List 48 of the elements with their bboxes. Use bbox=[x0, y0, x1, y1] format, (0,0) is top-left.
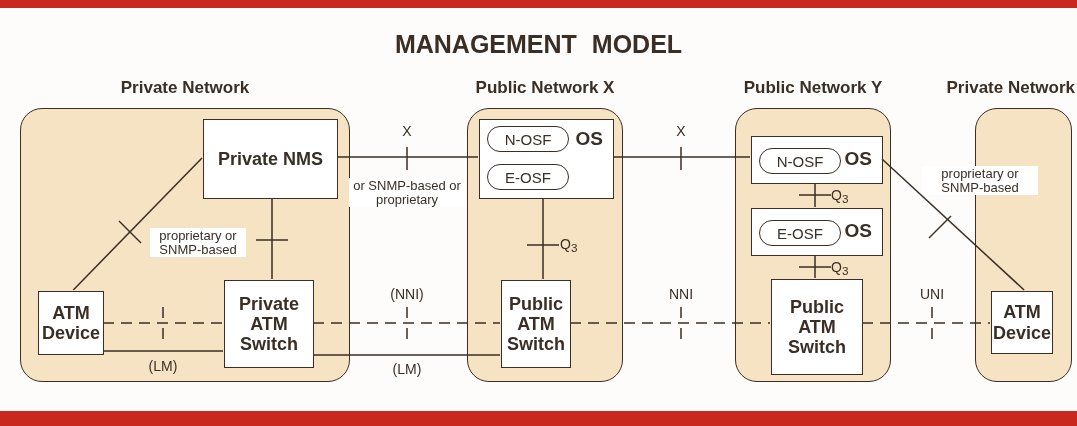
dashed-connector bbox=[312, 322, 501, 324]
function-pill: N-OSF bbox=[487, 126, 569, 152]
connector-line bbox=[542, 197, 544, 280]
dashed-connector bbox=[102, 322, 224, 324]
device-box: Public ATM Switch bbox=[501, 280, 571, 368]
protocol-note: proprietary or SNMP-based bbox=[150, 228, 246, 258]
device-box: Public ATM Switch bbox=[771, 279, 863, 375]
edge-label: (LM) bbox=[392, 361, 422, 377]
region-heading: Private Network bbox=[946, 78, 1075, 98]
protocol-note: proprietary or SNMP-based bbox=[922, 166, 1038, 196]
edge-label: (LM) bbox=[148, 358, 178, 374]
dashed-connector bbox=[569, 322, 771, 324]
connector-line bbox=[72, 157, 203, 291]
os-label: OS bbox=[844, 148, 872, 170]
edge-label: Q$_{3}$ bbox=[560, 235, 578, 255]
device-box: Private ATM Switch bbox=[224, 280, 314, 368]
edge-label: UNI bbox=[919, 286, 945, 302]
protocol-note: or SNMP-based or proprietary bbox=[349, 178, 465, 208]
edge-label: X bbox=[402, 123, 412, 139]
os-label: OS bbox=[844, 220, 872, 242]
device-box: Private NMS bbox=[203, 119, 338, 199]
function-pill: E-OSF bbox=[759, 220, 841, 246]
dashed-connector bbox=[861, 322, 991, 324]
device-box: ATM Device bbox=[38, 291, 104, 355]
connector-line bbox=[814, 182, 816, 208]
edge-label: Q$_{3}$ bbox=[831, 186, 849, 206]
edge-label: Q$_{3}$ bbox=[831, 258, 849, 278]
region-heading: Public Network Y bbox=[743, 78, 883, 98]
connector-line bbox=[271, 197, 273, 280]
os-box bbox=[479, 119, 614, 199]
os-label: OS bbox=[575, 128, 603, 150]
device-box: ATM Device bbox=[991, 291, 1053, 354]
region-heading: Private Network bbox=[120, 78, 250, 98]
connector-line bbox=[612, 156, 751, 158]
region-heading: Public Network X bbox=[475, 78, 615, 98]
connector-line bbox=[312, 354, 501, 356]
connector-line bbox=[814, 254, 816, 279]
edge-label: (NNI) bbox=[390, 286, 424, 302]
connector-line bbox=[336, 156, 479, 158]
connector-line bbox=[102, 350, 224, 352]
connector-line bbox=[881, 158, 1025, 291]
function-pill: E-OSF bbox=[487, 164, 569, 190]
os-box bbox=[751, 136, 883, 184]
os-box bbox=[751, 208, 883, 256]
edge-label: X bbox=[676, 123, 686, 139]
edge-label: NNI bbox=[668, 286, 694, 302]
function-pill: N-OSF bbox=[759, 148, 841, 174]
diagram-title: MANAGEMENT MODEL bbox=[393, 30, 684, 59]
